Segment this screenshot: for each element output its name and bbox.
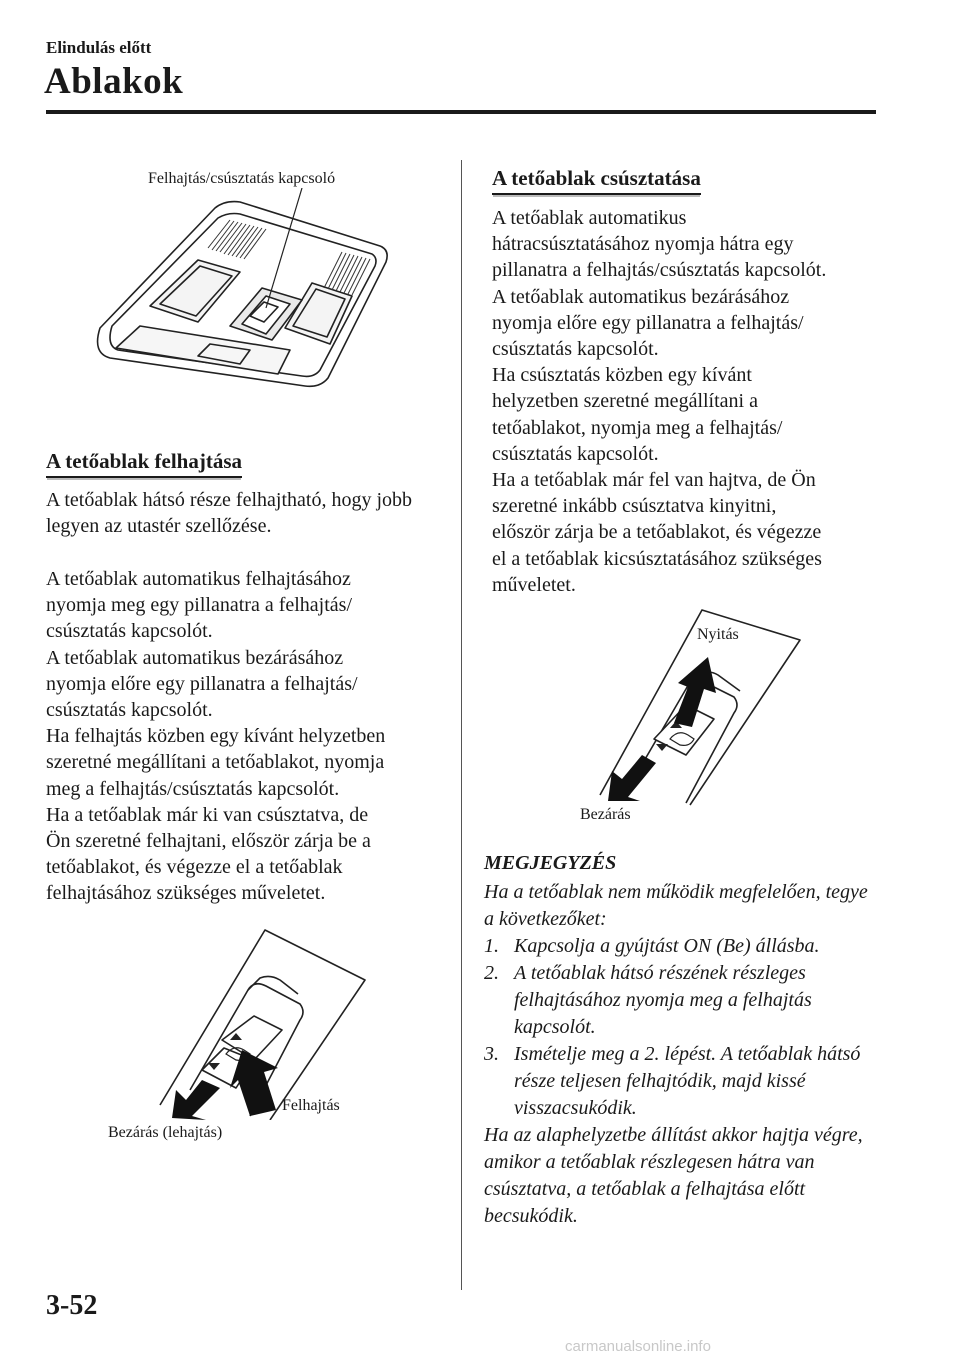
watermark-footer: carmanualsonline.info bbox=[565, 1338, 711, 1355]
text-line: csúsztatás kapcsolót. bbox=[492, 338, 659, 361]
step-text: Kapcsolja a gyújtást ON (Be) állásba. bbox=[514, 935, 820, 957]
note-body: Ha a tetőablak nem működik megfelelően, … bbox=[484, 879, 876, 1230]
text-line: A tetőablak automatikus bbox=[492, 207, 687, 229]
page-number: 3-52 bbox=[46, 1290, 98, 1321]
note-title: MEGJEGYZÉS bbox=[484, 852, 617, 874]
figure-label-close-tilt: Bezárás (lehajtás) bbox=[108, 1124, 223, 1141]
figure-label-tilt: Felhajtás bbox=[282, 1097, 340, 1114]
text-line: Ha felhajtás közben egy kívánt helyzetbe… bbox=[46, 725, 386, 748]
text-line: meg a felhajtás/csúsztatás kapcsolót. bbox=[46, 777, 340, 800]
text-line: A tetőablak automatikus felhajtásához bbox=[46, 568, 351, 590]
step-number: 3. bbox=[484, 1043, 499, 1065]
slide-instructions: A tetőablak automatikus hátracsúsztatásá… bbox=[492, 205, 912, 598]
note-outro: Ha az alaphelyzetbe állítást akkor hajtj… bbox=[484, 1124, 863, 1227]
text-line: először zárja be a tetőablakot, és végez… bbox=[492, 521, 822, 544]
text-line: nyomja előre egy pillanatra a felhajtás/ bbox=[492, 311, 804, 334]
text-line: A tetőablak automatikus bezárásához bbox=[492, 285, 790, 308]
step-text: Ismételje meg a 2. lépést. A tetőablak h… bbox=[514, 1043, 861, 1119]
note-intro: Ha a tetőablak nem működik megfelelően, … bbox=[484, 881, 868, 930]
text-line: nyomja előre egy pillanatra a felhajtás/ bbox=[46, 672, 358, 695]
text-line: nyomja meg egy pillanatra a felhajtás/ bbox=[46, 594, 352, 617]
step-text: A tetőablak hátsó részének részleges fel… bbox=[514, 962, 812, 1038]
column-divider bbox=[461, 160, 462, 1290]
text-line: szeretné megállítani a tetőablakot, nyom… bbox=[46, 751, 385, 774]
list-item: 1. Kapcsolja a gyújtást ON (Be) állásba. bbox=[484, 933, 876, 960]
text-line: Ha a tetőablak már ki van csúsztatva, de bbox=[46, 803, 369, 826]
note-steps: 1.Kapcsolja a gyújtást ON (Be) állásba. … bbox=[484, 933, 876, 1122]
tilt-intro-paragraph: A tetőablak hátsó része felhajtható, hog… bbox=[46, 489, 413, 538]
text-line: el a tetőablak kicsúsztatásához szüksége… bbox=[492, 547, 822, 570]
text-line: helyzetben szeretné megállítani a bbox=[492, 390, 758, 413]
text-line: tetőablakot, nyomja meg a felhajtás/ bbox=[492, 416, 783, 439]
section-heading-tilt: A tetőablak felhajtása bbox=[46, 449, 242, 478]
tilt-instructions: A tetőablak automatikus felhajtásához ny… bbox=[46, 566, 466, 907]
text-line: műveletet. bbox=[492, 573, 576, 596]
figure-label-switch: Felhajtás/csúsztatás kapcsoló bbox=[148, 170, 336, 187]
text-line: szeretné inkább csúsztatva kinyitni, bbox=[492, 495, 777, 518]
text-line: Ön szeretné felhajtani, először zárja be… bbox=[46, 830, 371, 853]
text-line: Ha a tetőablak már fel van hajtva, de Ön bbox=[492, 469, 816, 492]
text-line: felhajtásához szükséges műveletet. bbox=[46, 882, 326, 905]
text-line: A tetőablak automatikus bezárásához bbox=[46, 646, 344, 669]
text-line: tetőablakot, és végezze el a tetőablak bbox=[46, 856, 343, 879]
figure-label-close-slide: Bezárás bbox=[580, 806, 631, 823]
slide-switch-illustration bbox=[599, 609, 801, 806]
step-number: 1. bbox=[484, 935, 499, 957]
figure-label-open: Nyitás bbox=[697, 626, 739, 643]
section-heading-slide: A tetőablak csúsztatása bbox=[492, 166, 701, 195]
text-line: Ha csúsztatás közben egy kívánt bbox=[492, 364, 752, 387]
step-number: 2. bbox=[484, 962, 499, 984]
tilt-switch-illustration bbox=[159, 929, 366, 1120]
text-line: csúsztatás kapcsolót. bbox=[46, 699, 213, 722]
breadcrumb: Elindulás előtt bbox=[46, 38, 152, 57]
text-line: hátracsúsztatásához nyomja hátra egy bbox=[492, 233, 794, 256]
text-line: pillanatra a felhajtás/csúsztatás kapcso… bbox=[492, 259, 827, 282]
list-item: 2. A tetőablak hátsó részének részleges f… bbox=[484, 960, 876, 1041]
overhead-console-illustration bbox=[96, 188, 388, 388]
text-line: csúsztatás kapcsolót. bbox=[46, 620, 213, 643]
list-item: 3. Ismételje meg a 2. lépést. A tetőablak… bbox=[484, 1041, 876, 1122]
text-line: csúsztatás kapcsolót. bbox=[492, 442, 659, 465]
page-title: Ablakok bbox=[44, 61, 184, 102]
header-rule bbox=[46, 110, 876, 114]
